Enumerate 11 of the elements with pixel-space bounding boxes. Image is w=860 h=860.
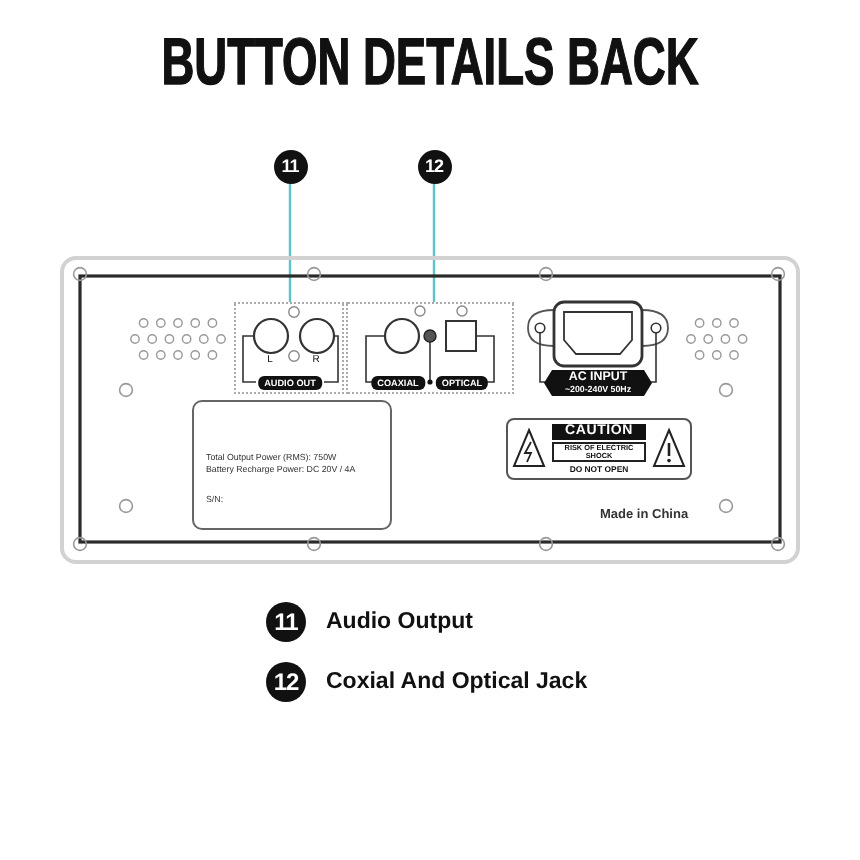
caution-label [506,418,692,480]
callout-number: 12 [266,662,306,702]
leader-line [288,183,292,302]
callout-number: 11 [273,149,307,183]
legend-text: Coxial And Optical Jack [326,670,588,694]
callout-number: 12 [417,149,451,183]
title: BUTTON DETAILS BACK [161,28,699,94]
rating-label [192,400,392,530]
legend-text: Audio Output [326,610,473,634]
leader-line [432,183,436,302]
callout-number: 11 [266,602,306,642]
